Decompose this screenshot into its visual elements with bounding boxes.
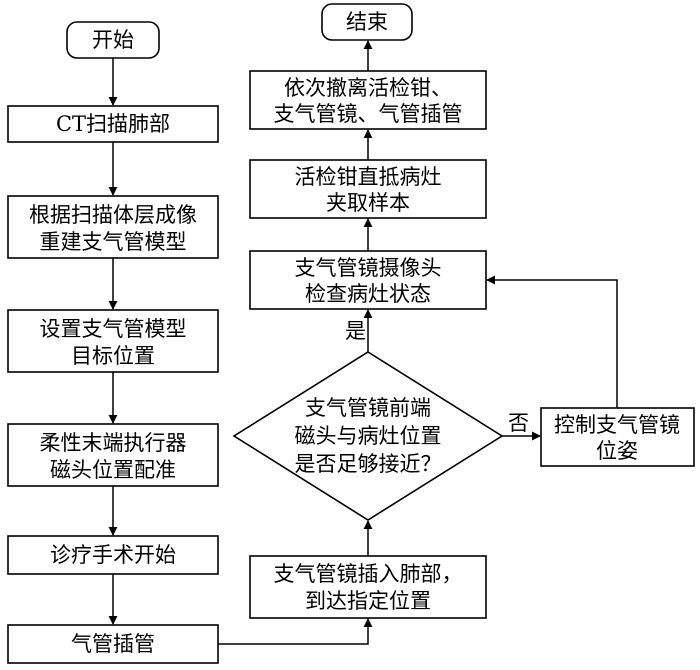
- node-rebuild-model: 根据扫描体层成像 重建支气管模型: [7, 195, 219, 259]
- node-insert-scope-line2: 到达指定位置: [305, 589, 431, 613]
- node-register: 柔性末端执行器 磁头位置配准: [7, 423, 219, 487]
- node-register-line2: 磁头位置配准: [50, 458, 176, 482]
- node-set-target-line2: 目标位置: [71, 344, 155, 368]
- node-camera-check-line2: 检查病灶状态: [305, 282, 431, 306]
- edge-label-no: 否: [508, 411, 529, 435]
- node-start: 开始: [66, 21, 160, 59]
- node-camera-check: 支气管镜摄像头 检查病灶状态: [249, 250, 487, 310]
- edge-label-yes: 是: [345, 319, 366, 343]
- node-withdraw: 依次撤离活检钳、 支气管镜、气管插管: [249, 70, 487, 130]
- node-intubation: 气管插管: [7, 624, 219, 664]
- node-decision-line1: 支气管镜前端: [305, 396, 431, 420]
- node-end-label: 结束: [346, 10, 388, 34]
- node-ct-scan-label: CT扫描肺部: [56, 112, 170, 136]
- node-insert-scope-line1: 支气管镜插入肺部，: [274, 562, 463, 586]
- node-ct-scan: CT扫描肺部: [7, 105, 219, 143]
- node-biopsy-line1: 活检钳直抵病灶: [295, 165, 442, 189]
- node-surgery-start: 诊疗手术开始: [7, 535, 219, 575]
- node-biopsy-line2: 夹取样本: [326, 191, 410, 215]
- node-withdraw-line2: 支气管镜、气管插管: [274, 102, 463, 126]
- node-intubation-label: 气管插管: [71, 632, 155, 656]
- node-control-pose-line1: 控制支气管镜: [554, 413, 680, 437]
- node-rebuild-model-line2: 重建支气管模型: [40, 230, 187, 254]
- node-register-line1: 柔性末端执行器: [40, 431, 187, 455]
- node-withdraw-line1: 依次撤离活检钳、: [284, 76, 452, 100]
- node-decision-line3: 是否足够接近？: [295, 452, 442, 476]
- node-insert-scope: 支气管镜插入肺部， 到达指定位置: [249, 555, 487, 619]
- node-biopsy: 活检钳直抵病灶 夹取样本: [249, 159, 487, 219]
- node-decision-line2: 磁头与病灶位置: [295, 424, 442, 448]
- node-control-pose: 控制支气管镜 位姿: [540, 407, 695, 467]
- node-rebuild-model-line1: 根据扫描体层成像: [29, 203, 197, 227]
- node-surgery-start-label: 诊疗手术开始: [50, 543, 176, 567]
- node-control-pose-line2: 位姿: [596, 439, 638, 463]
- node-end: 结束: [321, 3, 413, 41]
- node-start-label: 开始: [92, 28, 134, 52]
- arrow-control-to-camera: [486, 275, 618, 408]
- node-decision: 支气管镜前端 磁头与病灶位置 是否足够接近？: [232, 351, 504, 521]
- node-set-target-line1: 设置支气管模型: [40, 317, 187, 341]
- node-set-target: 设置支气管模型 目标位置: [7, 309, 219, 373]
- arrow-intubation-to-insert: [218, 618, 373, 645]
- node-camera-check-line1: 支气管镜摄像头: [295, 256, 442, 280]
